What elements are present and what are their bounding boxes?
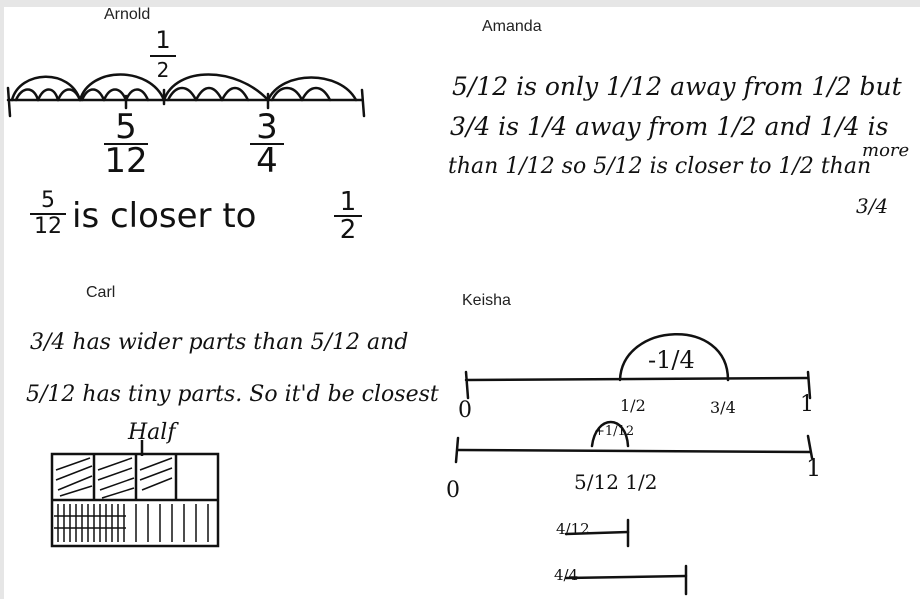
keisha-segment-2-label: 4/4 — [554, 566, 578, 584]
keisha-segment-1-label: 4/12 — [556, 520, 590, 538]
keisha-bottom-fractions: 5/12 1/2 — [574, 470, 657, 494]
keisha-small-bump: +1/12 — [594, 424, 634, 439]
keisha-bottom-one: 1 — [806, 454, 821, 482]
keisha-bottom-zero: 0 — [446, 478, 460, 503]
keisha-top-zero: 0 — [458, 398, 472, 423]
keisha-bump-label: -1/4 — [648, 346, 695, 374]
keisha-top-one: 1 — [800, 392, 814, 417]
keisha-top-half: 1/2 — [620, 396, 646, 415]
keisha-top-three-quarters: 3/4 — [710, 398, 736, 417]
